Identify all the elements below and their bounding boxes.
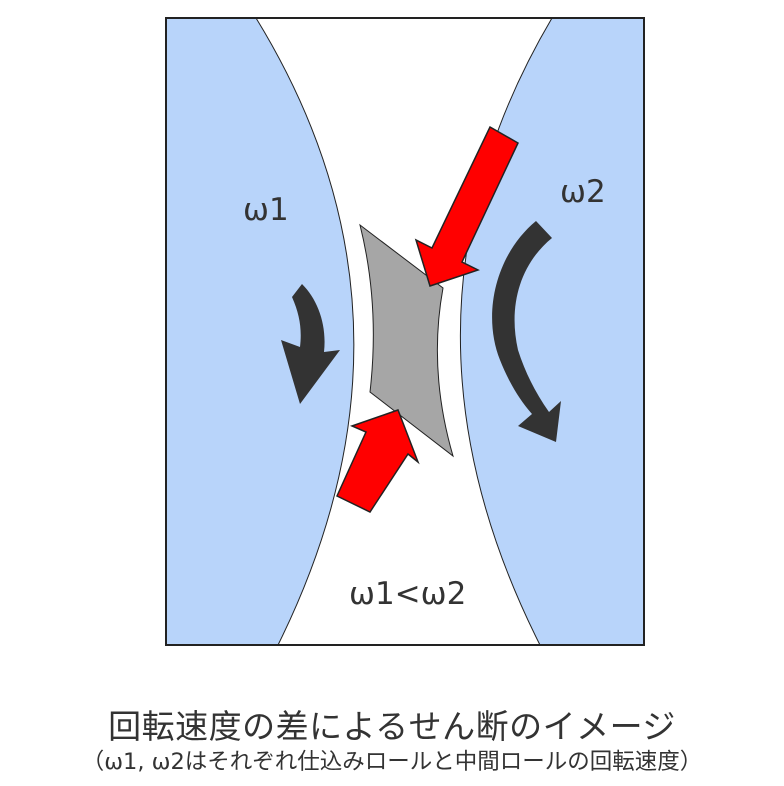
omega-relation-label: ω1<ω2 — [349, 576, 466, 612]
left-rotation-arrow — [281, 284, 340, 404]
caption-subtitle: （ω1, ω2はそれぞれ仕込みロールと中間ロールの回転速度） — [81, 749, 703, 775]
top-pressure-arrow — [414, 125, 519, 287]
right-rotation-arrow — [492, 221, 561, 442]
omega-left-label: ω1 — [243, 192, 289, 228]
frame-border — [165, 17, 645, 646]
left-roll — [165, 17, 355, 646]
caption-title: 回転速度の差によるせん断のイメージ — [108, 707, 676, 746]
bottom-pressure-arrow — [336, 409, 420, 513]
omega-right-label: ω2 — [560, 174, 606, 210]
right-roll — [459, 17, 645, 646]
